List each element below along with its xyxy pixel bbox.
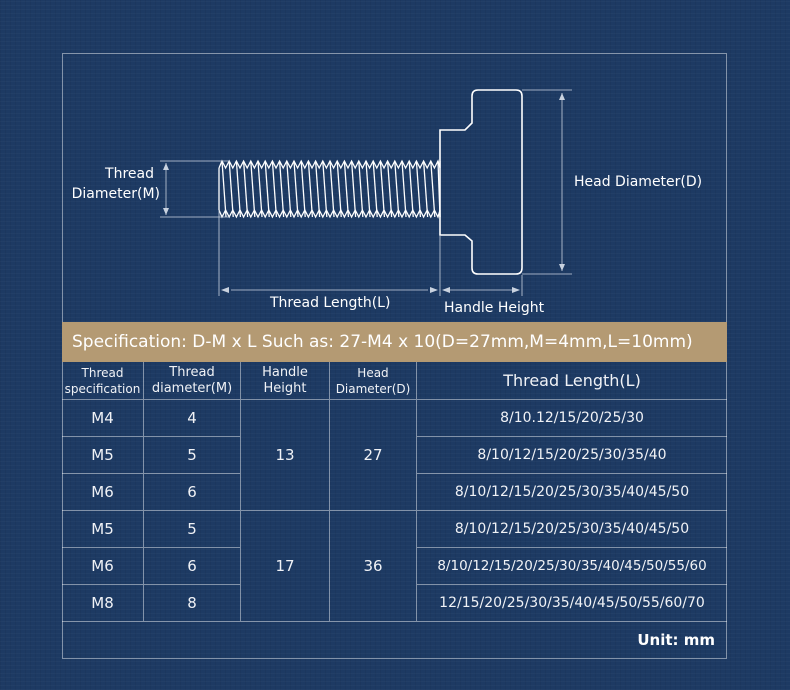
thread-top-edge <box>218 159 441 170</box>
thread-lines <box>221 160 441 218</box>
group-1-handle-height: 13 <box>241 400 330 511</box>
row-4-length: 8/10/12/15/20/25/30/35/40/45/50 <box>417 511 727 548</box>
thread-crest-line <box>235 160 242 218</box>
thread-crest-line <box>228 160 234 218</box>
thread-crest-line <box>372 160 378 218</box>
row-4-diameter: 5 <box>144 511 241 548</box>
thread-diameter-label-1: Thread <box>105 166 154 182</box>
row-5-diameter: 6 <box>144 548 241 585</box>
header-thread-spec: Thread specification <box>62 362 144 400</box>
thread-crest-line <box>286 160 292 218</box>
thread-crest-line <box>314 160 321 218</box>
thread-crest-line <box>408 160 414 218</box>
group-2-handle-height: 17 <box>241 511 330 622</box>
thread-crest-line <box>350 160 357 218</box>
thread-length-label: Thread Length(L) <box>270 295 391 311</box>
thread-crest-line <box>394 160 400 218</box>
row-6-spec: M8 <box>62 585 144 622</box>
thread-crest-line <box>386 160 393 218</box>
row-3-diameter: 6 <box>144 474 241 511</box>
header-head-diameter: Head Diameter(D) <box>330 362 417 400</box>
thread-crest-line <box>365 160 371 218</box>
thread-diameter-label-2: Diameter(M) <box>71 186 160 202</box>
thread-crest-line <box>336 160 342 218</box>
row-2-length: 8/10/12/15/20/25/30/35/40 <box>417 437 727 474</box>
thread-crest-line <box>322 160 328 218</box>
head-diameter-label: Head Diameter(D) <box>574 174 703 190</box>
header-thread-length: Thread Length(L) <box>417 362 727 400</box>
row-6-length: 12/15/20/25/30/35/40/45/50/55/60/70 <box>417 585 727 622</box>
header-handle-height: Handle Height <box>241 362 330 400</box>
thread-crest-line <box>293 160 299 218</box>
thread-crest-line <box>221 160 227 218</box>
row-2-diameter: 5 <box>144 437 241 474</box>
screw-head <box>439 89 523 275</box>
row-3-spec: M6 <box>62 474 144 511</box>
thread-crest-line <box>379 160 386 218</box>
thread-bottom-edge <box>218 208 441 219</box>
thread-crest-line <box>415 160 422 218</box>
row-5-spec: M6 <box>62 548 144 585</box>
row-1-diameter: 4 <box>144 400 241 437</box>
thread-crest-line <box>430 160 436 218</box>
thread-crest-line <box>242 160 249 218</box>
thread-crest-line <box>300 160 306 218</box>
thread-crest-line <box>271 160 278 218</box>
row-2-spec: M5 <box>62 437 144 474</box>
row-1-length: 8/10.12/15/20/25/30 <box>417 400 727 437</box>
row-4-spec: M5 <box>62 511 144 548</box>
dimension-lines <box>160 89 572 296</box>
thread-crest-line <box>422 160 429 218</box>
row-3-length: 8/10/12/15/20/25/30/35/40/45/50 <box>417 474 727 511</box>
thread-crest-line <box>257 160 263 218</box>
thread-crest-line <box>329 160 335 218</box>
thread-crest-line <box>278 160 285 218</box>
thread-crest-line <box>307 160 314 218</box>
thread-crest-line <box>358 160 364 218</box>
row-1-spec: M4 <box>62 400 144 437</box>
thread-crest-line <box>343 160 350 218</box>
thread-crest-line <box>264 160 270 218</box>
thread-crest-line <box>250 160 256 218</box>
row-6-diameter: 8 <box>144 585 241 622</box>
spec-table: Thread specification Thread diameter(M) … <box>62 362 727 622</box>
group-2-head-diameter: 36 <box>330 511 417 622</box>
thread-body <box>218 159 441 219</box>
unit-label: Unit: mm <box>637 631 715 649</box>
handle-height-label: Handle Height <box>444 300 545 316</box>
group-1-head-diameter: 27 <box>330 400 417 511</box>
row-5-length: 8/10/12/15/20/25/30/35/40/45/50/55/60 <box>417 548 727 585</box>
dimension-arrows <box>163 93 565 293</box>
header-thread-diameter: Thread diameter(M) <box>144 362 241 400</box>
specification-bar: Specification: D-M x L Such as: 27-M4 x … <box>62 322 727 362</box>
thread-crest-line <box>401 160 407 218</box>
